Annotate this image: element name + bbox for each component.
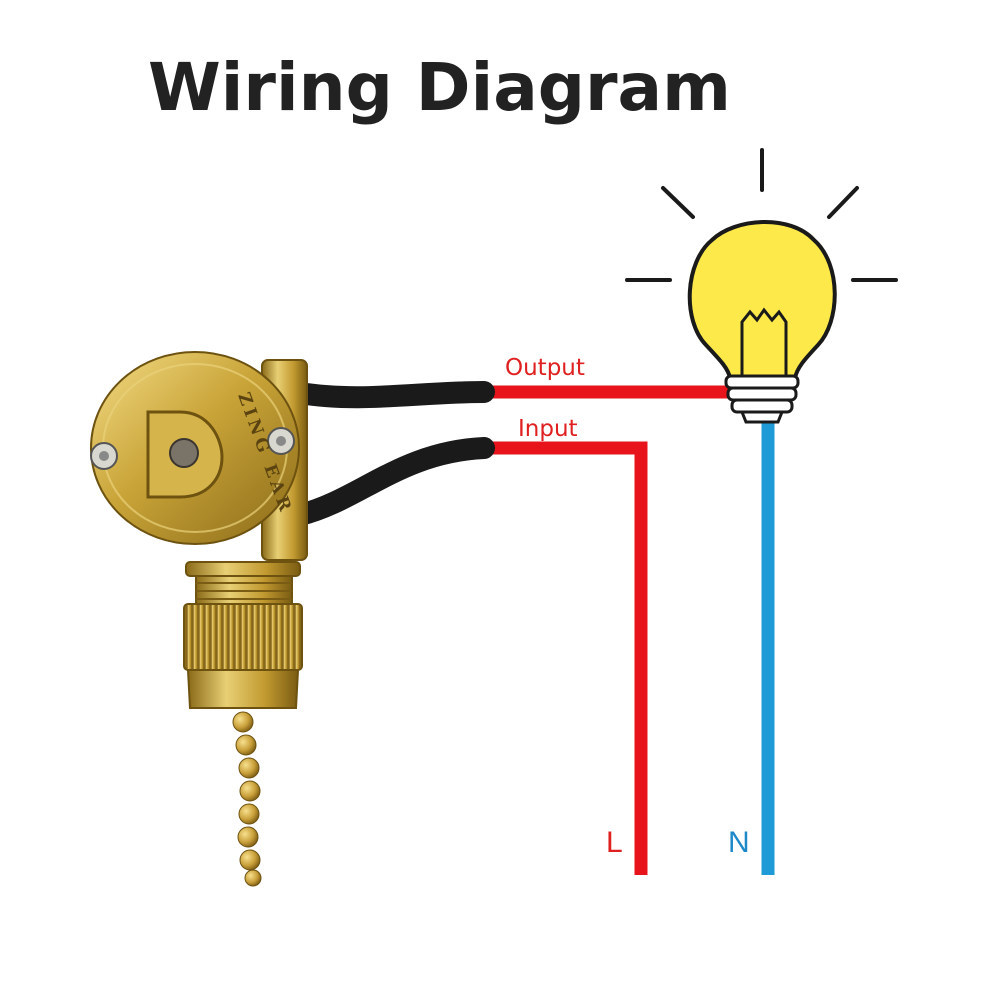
light-bulb-icon xyxy=(687,220,837,424)
pull-chain-switch-icon: ZING EAR xyxy=(90,351,308,887)
page-title: Wiring Diagram xyxy=(148,49,731,126)
input-wire xyxy=(482,441,648,875)
neutral-terminal-label: N xyxy=(728,826,750,859)
light-rays xyxy=(625,148,898,282)
bead-chain xyxy=(232,711,262,887)
black-wire-output xyxy=(289,381,495,409)
live-terminal-label: L xyxy=(606,826,623,859)
output-label: Output xyxy=(505,355,585,381)
black-wire-input xyxy=(289,437,495,526)
input-label: Input xyxy=(518,416,578,442)
